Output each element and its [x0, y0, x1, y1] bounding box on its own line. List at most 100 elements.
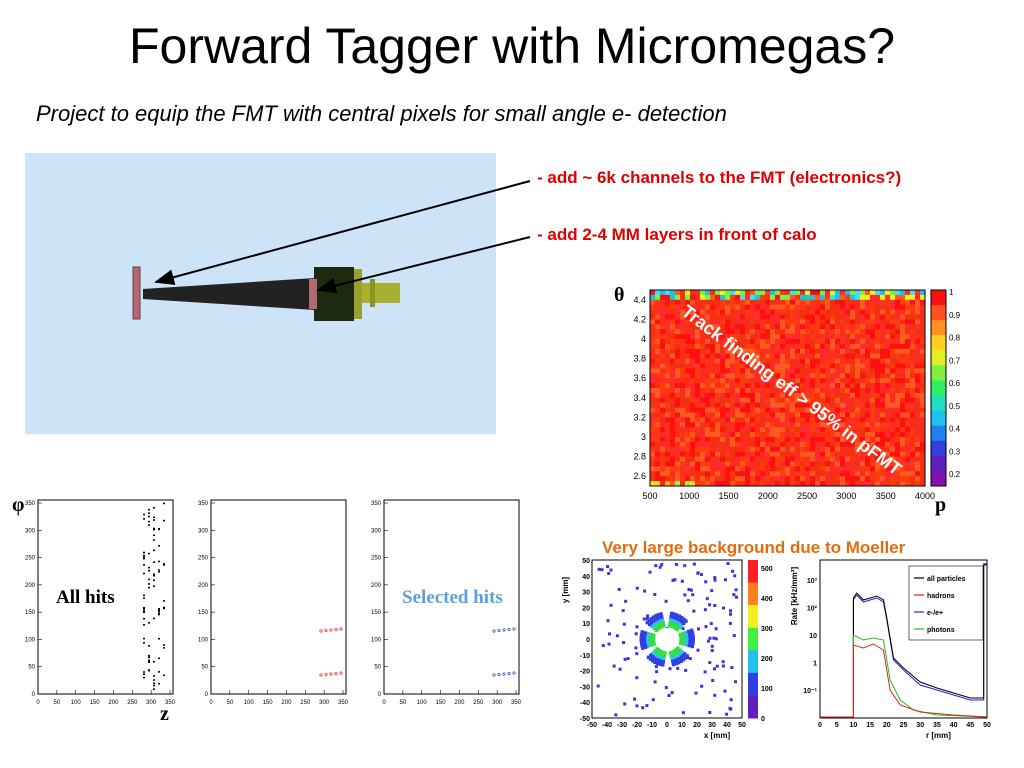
heatmap-cell [880, 407, 886, 413]
heatmap-cell [810, 441, 816, 448]
hit-point [158, 657, 160, 660]
xy-map-hit [687, 588, 691, 591]
heatmap-cell [830, 388, 836, 394]
heatmap-cell [875, 343, 881, 350]
xy-map-ring-cell [675, 658, 680, 662]
xy-map-ring-cell [639, 635, 644, 640]
heatmap-cell [715, 368, 721, 374]
heatmap-cell [740, 290, 746, 296]
hit-point [148, 552, 150, 555]
xy-map-hit [646, 614, 650, 618]
heatmap-cell [660, 353, 666, 359]
heatmap-cell [880, 294, 886, 301]
heatmap-cell [900, 461, 906, 467]
heatmap-cell [895, 466, 901, 472]
xy-map-ring-cell [691, 633, 695, 638]
heatmap-cell [815, 368, 821, 374]
heatmap-cell [885, 334, 891, 340]
heatmap-cell [820, 348, 826, 354]
heatmap-cell [860, 368, 866, 374]
hits-x-tick-label: 300 [146, 700, 157, 706]
heatmap-cell [895, 348, 901, 354]
heatmap-colorbar-segment [931, 350, 946, 366]
heatmap-cell [765, 363, 771, 369]
heatmap-cell [850, 348, 856, 354]
heatmap-cell [825, 456, 831, 462]
heatmap-cell [920, 329, 926, 335]
heatmap-cell [890, 432, 896, 438]
heatmap-cell [875, 422, 881, 428]
heatmap-cell [760, 353, 766, 359]
heatmap-cell [730, 319, 736, 325]
heatmap-cell [735, 427, 741, 433]
heatmap-cell [690, 319, 696, 325]
heatmap-cell [815, 412, 821, 418]
heatmap-cell [650, 363, 656, 369]
heatmap-cell [765, 407, 771, 413]
hits-x-tick-label: 100 [244, 700, 255, 706]
xy-x-tick-label: 20 [693, 722, 701, 729]
heatmap-cell [860, 373, 866, 379]
heatmap-cell [755, 353, 761, 359]
heatmap-cell [740, 392, 746, 399]
heatmap-cell [755, 383, 761, 389]
heatmap-cell [730, 343, 736, 350]
heatmap-cell [855, 339, 861, 345]
hit-point [148, 586, 150, 589]
heatmap-cell [850, 294, 856, 301]
xy-map-ring-cell [672, 612, 677, 616]
heatmap-cell [755, 412, 761, 418]
rate-y-label: Rate [kHz/mm²] [790, 567, 799, 626]
heatmap-cell [675, 290, 681, 296]
heatmap-cell [910, 417, 916, 423]
heatmap-cell [790, 461, 796, 467]
heatmap-cell [755, 451, 761, 457]
heatmap-cell [915, 397, 921, 403]
heatmap-cell [800, 388, 806, 394]
heatmap-cell [855, 422, 861, 428]
heatmap-cell [770, 358, 776, 364]
heatmap-cell [905, 343, 911, 350]
heatmap-cell [680, 339, 686, 345]
heatmap-cell [855, 476, 861, 482]
xy-map-hit [681, 627, 685, 631]
rate-x-tick-label: 20 [883, 722, 891, 729]
heatmap-cell [895, 314, 901, 320]
heatmap-cell [835, 451, 841, 457]
heatmap-cell [870, 397, 876, 403]
heatmap-cell [795, 383, 801, 389]
xy-map-ring-cell [675, 627, 680, 632]
heatmap-cell [715, 402, 721, 408]
heatmap-cell [900, 353, 906, 359]
hit-point [148, 669, 150, 671]
heatmap-cell [775, 388, 781, 394]
heatmap-cell [775, 451, 781, 457]
heatmap-cell [695, 343, 701, 350]
heatmap-cell [850, 378, 856, 384]
heatmap-cell [780, 294, 786, 301]
heatmap-cell [715, 446, 721, 452]
hit-point [153, 579, 155, 581]
heatmap-cell [765, 441, 771, 448]
heatmap-cell [655, 358, 661, 364]
heatmap-cell [890, 471, 896, 477]
heatmap-cell [885, 446, 891, 452]
heatmap-cell [750, 343, 756, 350]
heatmap-cell [815, 407, 821, 413]
heatmap-cell [915, 368, 921, 374]
xy-map-ring-cell [681, 654, 685, 658]
heatmap-cell [685, 407, 691, 413]
xy-map-ring-cell [674, 655, 678, 659]
heatmap-cell [715, 427, 721, 433]
hits-x-symbol: z [160, 703, 169, 725]
heatmap-cell [870, 392, 876, 399]
heatmap-cell [845, 353, 851, 359]
xy-map-hit [732, 593, 736, 597]
heatmap-cell [800, 417, 806, 423]
heatmap-cell [665, 378, 671, 384]
heatmap-cell [760, 383, 766, 389]
heatmap-cell [655, 432, 661, 438]
heatmap-cell [760, 290, 766, 296]
xy-y-tick-label: -30 [580, 684, 590, 691]
heatmap-cell [900, 304, 906, 310]
